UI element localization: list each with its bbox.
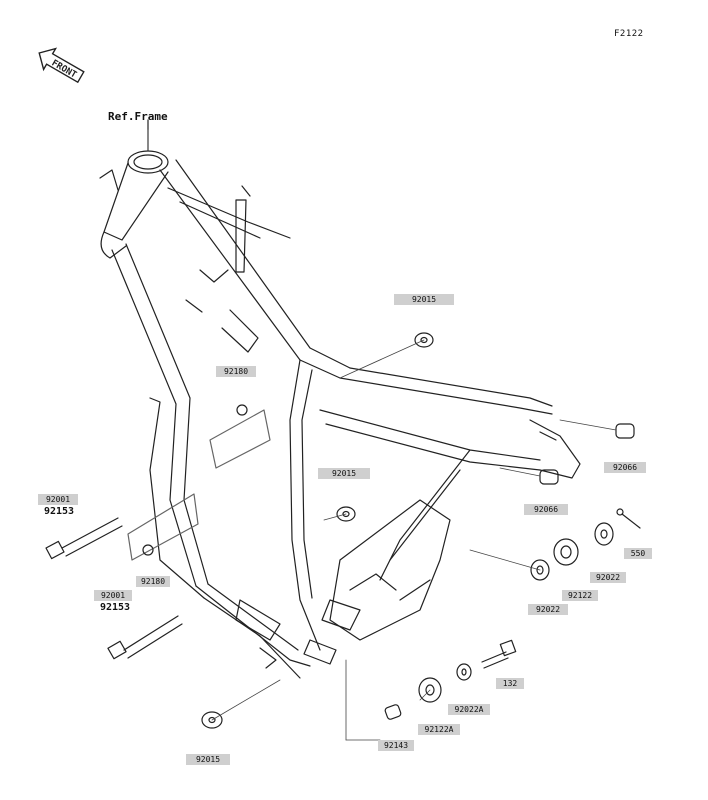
part-label[interactable]: 92180 (136, 576, 170, 587)
figure-code: F2122 (614, 29, 644, 39)
bolt-92001-lower (107, 615, 183, 660)
part-label[interactable]: 92015 (394, 294, 454, 305)
part-label[interactable]: 92015 (318, 468, 370, 479)
bolt-92001-upper (45, 517, 123, 560)
cap-92066-right (615, 423, 635, 439)
washer-92022A (456, 663, 472, 681)
steering-head (99, 119, 169, 259)
leader-lines (147, 129, 617, 741)
part-label[interactable]: 92122 (562, 590, 598, 601)
collar-92122A (418, 677, 442, 703)
part-label[interactable]: 92001 (38, 494, 78, 505)
nut-92015-mid (336, 506, 356, 522)
nut-92015-top (414, 332, 434, 348)
ref-frame-label: Ref.Frame (108, 110, 168, 123)
part-label[interactable]: 92066 (604, 462, 646, 473)
part-label[interactable]: 92066 (524, 504, 568, 515)
washer-92022-b (530, 559, 550, 581)
part-label[interactable]: 92022A (448, 704, 490, 715)
part-label[interactable]: 92022 (528, 604, 568, 615)
bolt-132 (481, 639, 517, 669)
spacer-92143 (384, 704, 402, 720)
part-label[interactable]: 132 (496, 678, 524, 689)
part-label[interactable]: 92153 (43, 506, 75, 517)
part-label[interactable]: 92022 (590, 572, 626, 583)
mount-panels (127, 409, 271, 561)
front-arrow-icon: FRONT (38, 47, 85, 84)
washer-92180-low (142, 544, 154, 556)
washer-92180-top (236, 404, 248, 416)
part-label[interactable]: 92122A (418, 724, 460, 735)
part-label[interactable]: 92143 (378, 740, 414, 751)
cross-members (185, 185, 581, 651)
down-tubes (111, 243, 311, 679)
part-label[interactable]: 550 (624, 548, 652, 559)
pin-550 (616, 508, 641, 529)
cap-92066-mid (539, 469, 559, 485)
nut-92015-bottom (201, 711, 223, 729)
mount-plates (235, 499, 451, 669)
part-label[interactable]: 92180 (216, 366, 256, 377)
part-label[interactable]: 92153 (99, 602, 131, 613)
washer-92022-a (594, 522, 614, 546)
part-label[interactable]: 92001 (94, 590, 132, 601)
top-tube (159, 159, 553, 415)
part-label[interactable]: 92015 (186, 754, 230, 765)
collar-92122 (553, 538, 579, 566)
